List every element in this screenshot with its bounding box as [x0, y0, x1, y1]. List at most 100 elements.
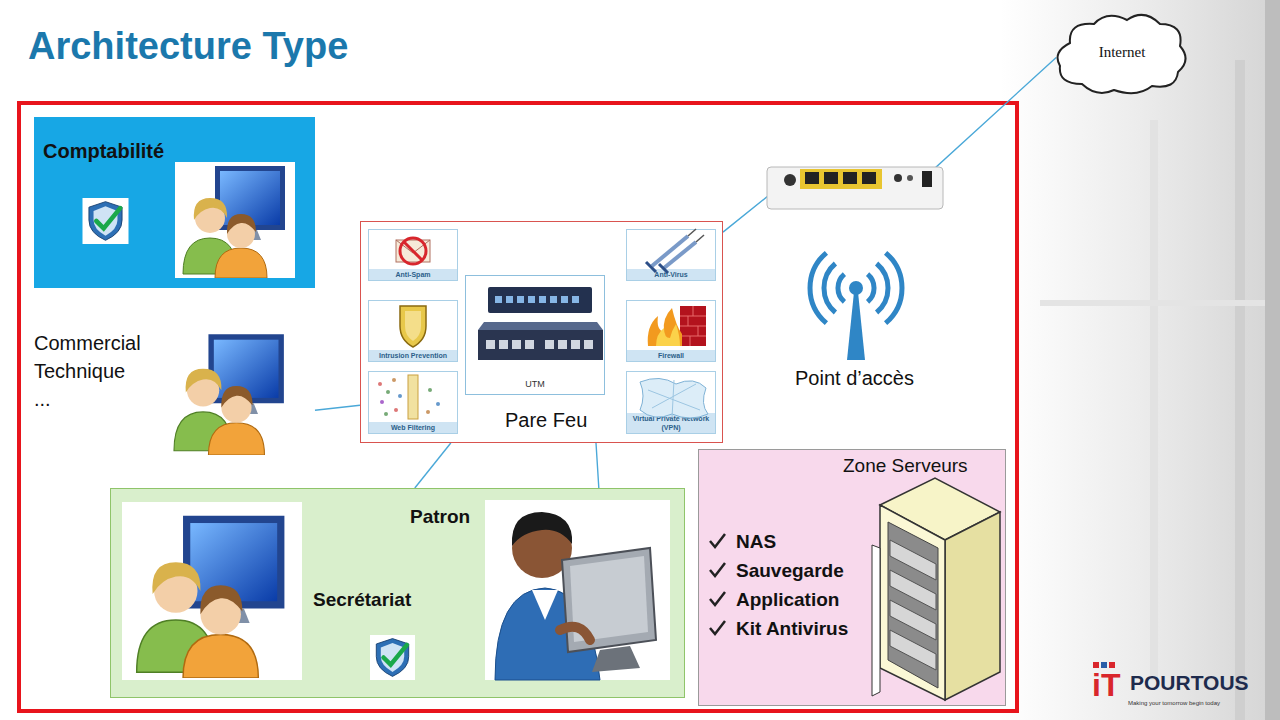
accounting-users-icon	[175, 162, 295, 278]
web-filter-icon	[378, 375, 440, 419]
utm-appliance-icon	[525, 340, 534, 349]
secretary-users-icon	[122, 502, 302, 680]
server-rack-icon	[888, 522, 938, 688]
utm-appliance-icon	[558, 340, 567, 349]
server-rack-icon	[872, 478, 1000, 700]
router-device	[767, 167, 943, 209]
utm-appliance-icon	[550, 296, 557, 303]
vpn-map-icon	[648, 380, 700, 418]
router-device	[824, 172, 838, 184]
box-label: Comptabilité	[43, 139, 193, 163]
web-filter-icon	[428, 388, 432, 392]
check-mark	[710, 534, 725, 634]
anti-spam-icon	[396, 238, 430, 264]
security-module: Anti-Virus	[626, 229, 716, 281]
secretary-users-icon	[137, 516, 285, 678]
anti-spam-icon	[400, 238, 426, 264]
department-zone: Comptabilité	[34, 117, 315, 288]
window-photo	[1150, 120, 1158, 680]
window-photo	[1265, 0, 1280, 720]
accounting-users-icon	[183, 166, 285, 278]
server-rack-icon	[890, 540, 936, 580]
boss-icon	[570, 556, 648, 642]
router-device	[843, 172, 857, 184]
firewall-icon	[656, 324, 680, 346]
box-label: Zone Serveurs	[843, 455, 998, 478]
utm-appliance-icon	[561, 296, 568, 303]
boss-icon	[512, 512, 572, 546]
anti-virus-icon	[646, 262, 656, 272]
anti-spam-icon	[404, 242, 422, 260]
box-text: Kit Antivirus	[736, 618, 876, 641]
firewall-icon	[680, 306, 706, 346]
window-photo	[1000, 0, 1280, 720]
web-filter-icon	[380, 400, 384, 404]
box-label: Patron	[410, 506, 485, 529]
utm-appliance-icon	[495, 296, 502, 303]
security-module: Intrusion Prevention	[368, 300, 458, 362]
server-zone: Zone ServeursNASSauvegardeApplicationKit…	[698, 449, 1006, 706]
server-rack-icon	[945, 512, 1000, 700]
module-caption: Anti-Spam	[369, 269, 457, 280]
utm-appliance-icon	[486, 340, 495, 349]
window-photo	[1040, 300, 1280, 306]
firewall-box: Pare Feu Anti-SpamIntrusion PreventionWeb…	[360, 221, 723, 443]
ips-shield-icon	[400, 306, 426, 347]
box-label: Pare Feu	[505, 408, 605, 432]
router-device	[767, 167, 943, 209]
server-rack-icon	[890, 630, 936, 670]
slide-title: Architecture Type	[28, 24, 628, 70]
boss-icon	[485, 500, 670, 680]
utm-appliance-icon	[478, 322, 603, 330]
utm-box: UTM	[465, 275, 605, 395]
web-filter-icon	[436, 402, 440, 406]
security-module: Virtual Private Network (VPN)	[626, 371, 716, 434]
access-point-icon	[847, 292, 865, 360]
boss-icon	[512, 518, 572, 578]
anti-virus-icon	[688, 229, 696, 236]
window-photo	[1235, 60, 1245, 720]
web-filter-icon	[426, 410, 430, 414]
logo-text: iT	[1092, 666, 1132, 704]
module-caption: Web Filtering	[369, 422, 457, 433]
router-device	[805, 172, 819, 184]
web-filter-icon	[408, 375, 418, 419]
accounting-users-icon	[175, 162, 295, 278]
anti-virus-icon	[652, 236, 688, 266]
module-caption: Firewall	[627, 350, 715, 361]
web-filter-icon	[394, 408, 398, 412]
utm-appliance-icon	[512, 340, 521, 349]
utm-appliance-icon	[488, 287, 592, 313]
office-zone: PatronSecrétariat	[110, 488, 685, 698]
access-point-icon	[886, 253, 902, 323]
vpn-map-icon	[640, 378, 708, 418]
boss-icon	[532, 590, 558, 620]
check-mark	[710, 534, 725, 547]
access-point-icon	[877, 264, 888, 313]
ips-shield-icon	[405, 311, 421, 341]
router-device	[894, 174, 902, 182]
module-caption: Virtual Private Network (VPN)	[627, 413, 715, 433]
utm-appliance-icon	[545, 340, 554, 349]
utm-appliance-icon	[517, 296, 524, 303]
router-device	[907, 175, 913, 181]
box-label: UTM	[466, 379, 604, 390]
box-text: NAS	[736, 531, 876, 554]
box-text: Sauvegarde	[736, 560, 876, 583]
internet-cloud: Internet	[1052, 8, 1192, 98]
access-point-icon	[849, 281, 863, 295]
access-point-icon	[824, 264, 835, 313]
utm-appliance-icon	[478, 287, 603, 360]
anti-spam-icon	[396, 240, 430, 262]
anti-virus-icon	[646, 229, 704, 273]
sales-users-icon	[174, 334, 284, 455]
utm-appliance-icon	[571, 340, 580, 349]
anti-virus-icon	[659, 264, 668, 273]
server-rack-icon	[890, 570, 936, 610]
check-mark	[710, 563, 725, 576]
web-filter-icon	[386, 390, 390, 394]
boss-icon	[560, 627, 590, 640]
utm-appliance-icon	[506, 296, 513, 303]
check-mark	[710, 621, 725, 634]
